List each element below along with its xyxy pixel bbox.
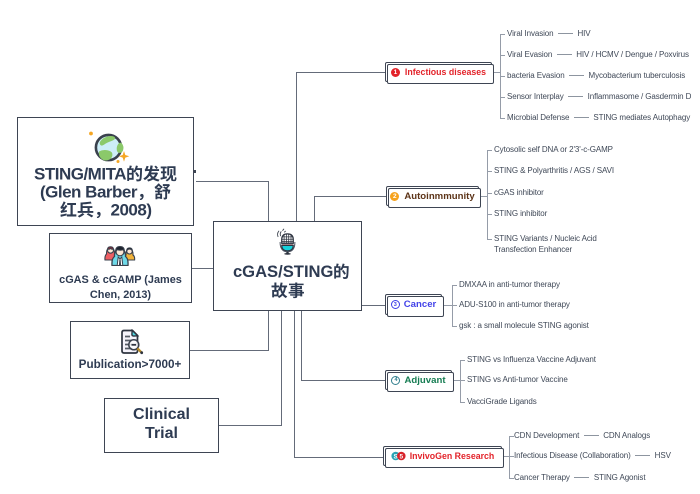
svg-text:S: S <box>393 453 398 460</box>
svg-text:5: 5 <box>399 453 403 460</box>
